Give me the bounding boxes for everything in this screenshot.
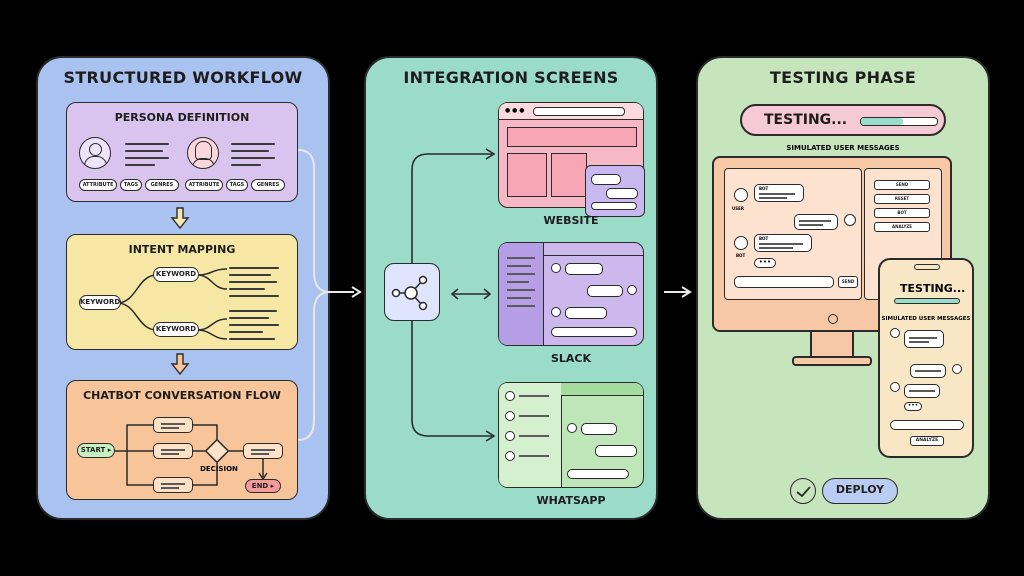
phone-simulated-label: SIMULATED USER MESSAGES xyxy=(881,316,971,322)
intent-mapping-box: INTENT MAPPING KEYWORD KEYWORD KEYWORD xyxy=(66,234,298,350)
flow-message-node xyxy=(243,443,283,459)
persona-definition-box: PERSONA DEFINITION ATTRIBUTE TAGS GENRES… xyxy=(66,102,298,202)
phone-message-input[interactable] xyxy=(890,420,964,430)
testing-status-text: TESTING... xyxy=(764,112,848,128)
slack-label: SLACK xyxy=(550,352,592,365)
flow-start-node: START ▸ xyxy=(77,443,115,458)
monitor-power-dot xyxy=(828,314,838,324)
desktop-send-button[interactable]: SEND xyxy=(838,276,858,288)
avatar-male-icon xyxy=(79,137,111,169)
flow-end-node: END ▸ xyxy=(245,479,281,493)
keyword-bottom: KEYWORD xyxy=(153,322,199,337)
integration-hub-icon xyxy=(384,263,440,321)
flow-message-node xyxy=(153,477,193,493)
website-label: WEBSITE xyxy=(543,214,599,227)
intent-title: INTENT MAPPING xyxy=(128,243,236,256)
panel-title: INTEGRATION SCREENS xyxy=(403,68,619,87)
user-label: USER xyxy=(732,206,744,211)
phone-testing-text: TESTING... xyxy=(900,282,966,295)
keyword-root: KEYWORD xyxy=(79,295,121,310)
check-icon xyxy=(790,478,816,504)
send-button[interactable]: SEND xyxy=(874,180,930,190)
desktop-monitor: USER BOT BOT BOT ••• SEND SEND RESET BOT… xyxy=(712,156,952,332)
whatsapp-message-input xyxy=(567,469,629,479)
phone-progress-bar xyxy=(894,298,960,304)
chat-widget xyxy=(585,165,645,217)
flow-decision-label: DECISION xyxy=(200,465,238,473)
down-arrow-icon xyxy=(170,207,190,376)
slack-screen xyxy=(498,242,644,346)
panel-title: STRUCTURED WORKFLOW xyxy=(63,68,303,87)
whatsapp-label: WHATSAPP xyxy=(536,494,606,507)
whatsapp-screen xyxy=(498,382,644,488)
testing-progress-bar xyxy=(860,117,938,126)
testing-phase-panel: TESTING PHASE TESTING... SIMULATED USER … xyxy=(696,56,990,520)
analyze-button[interactable]: ANALYZE xyxy=(874,222,930,232)
integration-screens-panel: INTEGRATION SCREENS ● ● ● xyxy=(364,56,658,520)
bot-label: BOT xyxy=(736,253,746,258)
panel-title: TESTING PHASE xyxy=(769,68,917,87)
testing-status-bar: TESTING... xyxy=(740,104,946,136)
reset-button[interactable]: RESET xyxy=(874,194,930,204)
persona-tag-attribute: ATTRIBUTE xyxy=(185,179,223,191)
structured-workflow-panel: STRUCTURED WORKFLOW PERSONA DEFINITION A… xyxy=(36,56,330,520)
persona-tag-genres: GENRES xyxy=(145,179,179,191)
deploy-button[interactable]: DEPLOY xyxy=(822,478,898,504)
bot-button[interactable]: BOT xyxy=(874,208,930,218)
website-screen: ● ● ● xyxy=(498,102,645,217)
persona-title: PERSONA DEFINITION xyxy=(114,111,250,124)
mobile-phone: TESTING... SIMULATED USER MESSAGES ••• A… xyxy=(878,258,974,458)
hub-connectors xyxy=(411,148,496,442)
keyword-top: KEYWORD xyxy=(153,267,199,282)
persona-tag-tags: TAGS xyxy=(226,179,248,191)
flow-title: CHATBOT CONVERSATION FLOW xyxy=(83,389,281,402)
flow-message-node xyxy=(153,417,193,433)
desktop-message-input[interactable] xyxy=(734,276,834,288)
simulated-messages-label: SIMULATED USER MESSAGES xyxy=(786,144,900,152)
persona-tag-tags: TAGS xyxy=(120,179,142,191)
persona-tag-attribute: ATTRIBUTE xyxy=(79,179,117,191)
avatar-female-icon xyxy=(187,137,219,169)
flow-message-node xyxy=(153,443,193,459)
address-bar xyxy=(533,107,625,116)
conversation-flow-box: CHATBOT CONVERSATION FLOW START ▸ DECISI… xyxy=(66,380,298,500)
monitor-stand xyxy=(810,332,854,358)
browser-dots-icon: ● ● ● xyxy=(505,107,525,114)
phone-analyze-button[interactable]: ANALYZE xyxy=(910,436,944,446)
persona-tag-genres: GENRES xyxy=(251,179,285,191)
monitor-base xyxy=(792,356,872,366)
slack-message-input xyxy=(551,327,637,337)
